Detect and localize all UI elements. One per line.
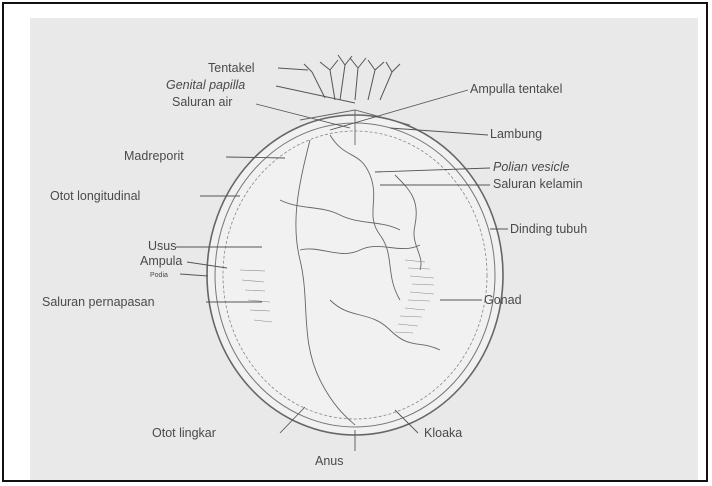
label-saluran-kelamin: Saluran kelamin <box>493 177 583 191</box>
label-anus: Anus <box>315 454 344 468</box>
label-otot-lingkar: Otot lingkar <box>152 426 216 440</box>
label-polian-vesicle: Polian vesicle <box>493 160 569 174</box>
label-lambung: Lambung <box>490 127 542 141</box>
label-saluran-air: Saluran air <box>172 95 232 109</box>
body-outline <box>207 115 503 435</box>
label-genital-papilla: Genital papilla <box>166 78 245 92</box>
label-otot-longitudinal: Otot longitudinal <box>50 189 140 203</box>
label-madreporit: Madreporit <box>124 149 184 163</box>
label-kloaka: Kloaka <box>424 426 462 440</box>
tentacles <box>304 55 400 100</box>
label-gonad: Gonad <box>484 293 522 307</box>
label-saluran-pernapasan: Saluran pernapasan <box>42 295 155 309</box>
label-ampulla-tentakel: Ampulla tentakel <box>470 82 562 96</box>
label-tentakel: Tentakel <box>208 61 255 75</box>
label-podia: Podia <box>150 272 168 279</box>
label-usus: Usus <box>148 239 176 253</box>
label-ampula: Ampula <box>140 254 182 268</box>
label-dinding-tubuh: Dinding tubuh <box>510 222 587 236</box>
